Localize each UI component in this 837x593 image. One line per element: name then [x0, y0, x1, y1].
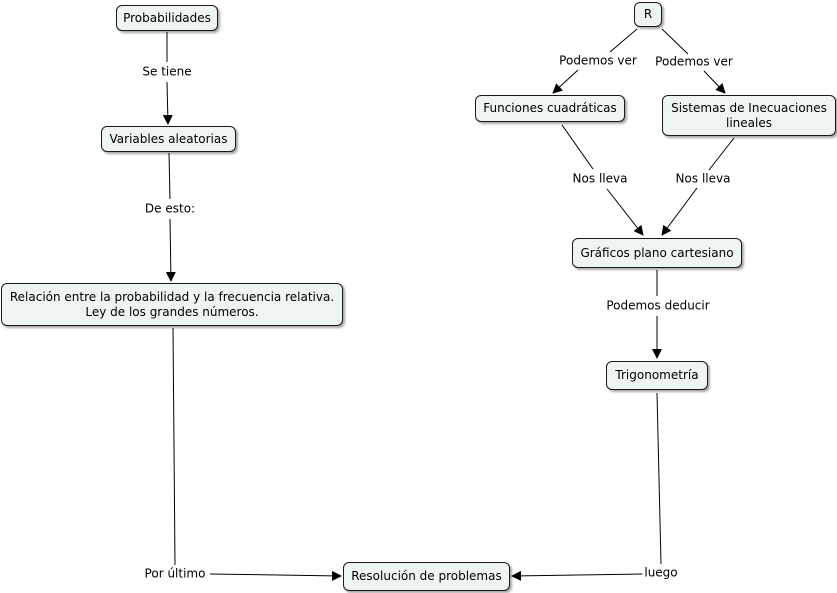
link-label-nos-lleva-right: Nos lleva: [673, 171, 733, 187]
edge-relacion-porultimo: [172, 327, 176, 566]
edge-sistemas-graficos-arrow: [661, 187, 698, 236]
node-r[interactable]: R: [634, 2, 662, 27]
node-sistemas-line1: Sistemas de Inecuaciones: [671, 100, 827, 115]
link-label-podemos-ver-right: Podemos ver: [653, 54, 735, 70]
node-probabilidades[interactable]: Probabilidades: [116, 5, 218, 31]
link-label-luego: luego: [642, 565, 680, 581]
link-label-de-esto: De esto:: [142, 201, 198, 217]
edge-trigonometria-luego: [656, 392, 662, 565]
node-relacion-line1: Relación entre la probabilidad y la frec…: [9, 289, 335, 304]
node-resolucion-label: Resolución de problemas: [351, 569, 502, 583]
edge-funciones-graficos-arrow: [606, 188, 644, 236]
node-variables-aleatorias-label: Variables aleatorias: [109, 131, 228, 146]
edge-sistemas-graficos: [708, 137, 735, 171]
edge-luego-resolucion-arrow: [511, 570, 645, 581]
edge-r-funciones-arrow: [552, 69, 579, 94]
link-label-nos-lleva-left: Nos lleva: [570, 171, 630, 187]
edge-r-sistemas: [661, 28, 689, 55]
edge-variables-relacion-arrow: [165, 218, 176, 282]
edge-variables-relacion: [168, 152, 171, 200]
node-graficos-plano-cartesiano[interactable]: Gráficos plano cartesiano: [572, 238, 742, 268]
node-trigonometria[interactable]: Trigonometría: [606, 361, 708, 390]
link-label-por-ultimo: Por último: [142, 566, 208, 582]
edge-r-funciones: [609, 28, 638, 53]
node-sistemas-inecuaciones[interactable]: Sistemas de Inecuaciones lineales: [662, 95, 836, 136]
node-r-label: R: [643, 7, 653, 21]
node-sistemas-line2: lineales: [726, 115, 772, 130]
node-variables-aleatorias[interactable]: Variables aleatorias: [101, 126, 236, 152]
edge-porultimo-resolucion-arrow: [209, 570, 342, 581]
node-probabilidades-label: Probabilidades: [123, 10, 211, 25]
edge-probabilidades-variables-arrow: [162, 81, 173, 125]
edge-funciones-graficos: [561, 124, 594, 170]
node-trigonometria-label: Trigonometría: [615, 368, 699, 382]
link-label-se-tiene: Se tiene: [140, 64, 194, 80]
node-resolucion-problemas[interactable]: Resolución de problemas: [343, 562, 510, 591]
node-funciones-cuadraticas[interactable]: Funciones cuadráticas: [475, 95, 625, 122]
node-relacion-probabilidad[interactable]: Relación entre la probabilidad y la frec…: [1, 283, 343, 326]
link-label-podemos-deducir: Podemos deducir: [604, 298, 712, 314]
link-label-podemos-ver-left: Podemos ver: [557, 53, 639, 69]
node-graficos-label: Gráficos plano cartesiano: [580, 245, 734, 260]
edge-r-sistemas-arrow: [703, 70, 726, 94]
node-funciones-label: Funciones cuadráticas: [483, 101, 617, 115]
node-relacion-line2: Ley de los grandes números.: [85, 304, 259, 319]
